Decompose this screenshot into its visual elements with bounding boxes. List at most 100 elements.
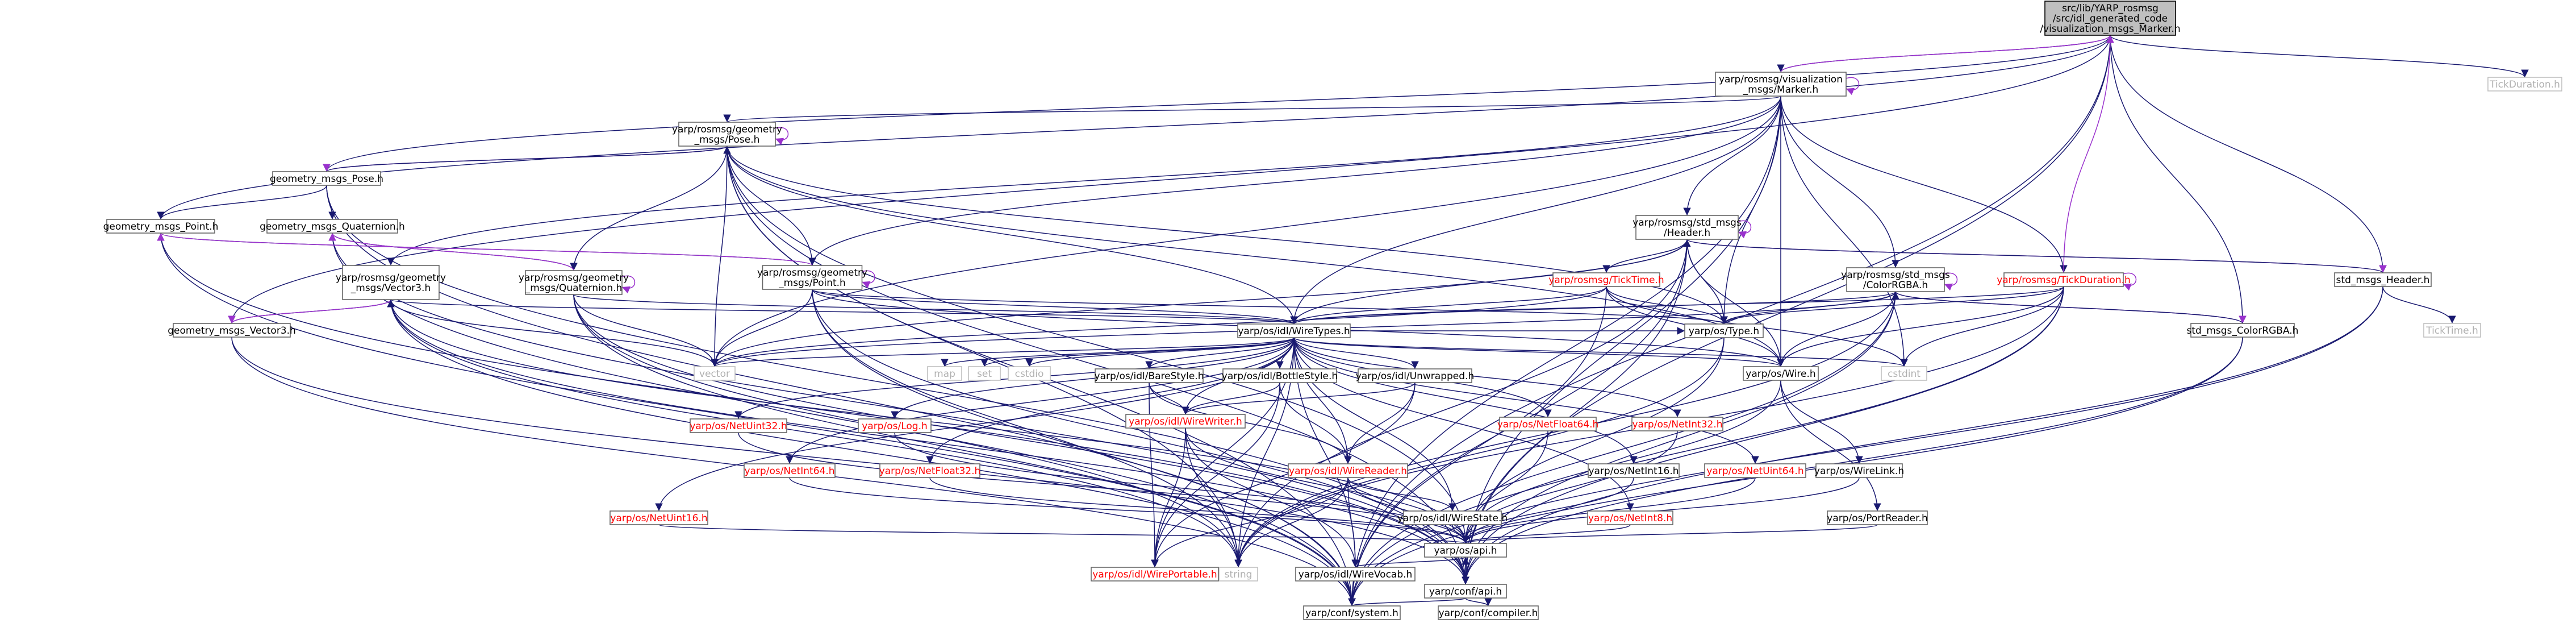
edge-std_msgs_colorrgba-to-std_colorrgba [1892,291,2243,324]
edge-wirereader-to-wireportable [1151,477,1348,568]
node-label: yarp/os/NetInt8.h [1588,513,1672,524]
node-wirelink[interactable]: yarp/os/WireLink.h [1814,463,1904,478]
node-label: yarp/conf/api.h [1429,586,1502,597]
node-label: _msgs/Quaternion.h [525,283,623,294]
node-label: yarp/os/idl/BareStyle.h [1095,371,1204,382]
edge-tick_duration-to-conf_system [1348,286,2064,607]
node-root[interactable]: src/lib/YARP_rosmsg/src/idl_generated_co… [2040,1,2181,36]
node-label: yarp/os/idl/WireWriter.h [1129,416,1242,427]
edge-geom_pose-to-wiretypes [727,146,1298,325]
node-label: cstdio [1015,368,1044,380]
edge-geom_point-to-geometry_msgs_point [157,232,813,266]
node-wiretypes[interactable]: yarp/os/idl/WireTypes.h [1237,323,1351,338]
edge-wiretypes-to-netfloat32 [926,337,1295,464]
edge-geom_vector3-to-wiretypes [390,299,1297,325]
node-conf_api[interactable]: yarp/conf/api.h [1424,584,1507,599]
node-os_wire[interactable]: yarp/os/Wire.h [1743,366,1819,381]
node-bottlestyle[interactable]: yarp/os/idl/BottleStyle.h [1222,368,1338,383]
node-box [1635,215,1739,240]
node-label: set [977,368,992,380]
node-unwrapped[interactable]: yarp/os/idl/Unwrapped.h [1356,368,1474,383]
edge-geom_vector3-to-string [390,299,1242,568]
node-box [1684,323,1764,338]
node-std_msgs_header[interactable]: std_msgs_Header.h [2334,272,2432,287]
node-geom_vector3[interactable]: yarp/rosmsg/geometry_msgs/Vector3.h [336,265,446,300]
node-os_type[interactable]: yarp/os/Type.h [1684,323,1764,338]
node-box [266,219,398,234]
node-geom_pose[interactable]: yarp/rosmsg/geometry_msgs/Pose.h [672,122,782,147]
node-os_log[interactable]: yarp/os/Log.h [858,418,932,433]
node-label: yarp/os/NetInt16.h [1588,466,1679,477]
node-geom_point[interactable]: yarp/rosmsg/geometry_msgs/Point.h [757,265,867,290]
node-conf_compiler[interactable]: yarp/conf/compiler.h [1438,605,1539,620]
edge-wiretypes-to-unwrapped [1293,337,1419,369]
node-netint16[interactable]: yarp/os/NetInt16.h [1588,463,1680,478]
node-tick_time[interactable]: yarp/rosmsg/TickTime.h [1548,272,1664,287]
node-conf_system[interactable]: yarp/conf/system.h [1303,605,1401,620]
node-box [2003,272,2124,287]
node-wirewriter[interactable]: yarp/os/idl/WireWriter.h [1125,414,1246,429]
edge-geometry_msgs_pose-to-geometry_msgs_point [157,185,327,220]
edge-std_colorrgba-to-os_wire [1777,291,1896,367]
node-box [173,323,291,338]
edge-vis_marker-to-cstdint [1780,95,1908,367]
edge-geom_point-to-string [812,289,1242,568]
node-wirevocab[interactable]: yarp/os/idl/WireVocab.h [1295,567,1416,582]
node-box [525,270,623,295]
node-box [1237,323,1351,338]
node-box [342,265,440,300]
edge-os_type-to-os_api [1462,337,1725,544]
edge-wirelink-to-os_api [1462,477,1860,544]
node-netuint64[interactable]: yarp/os/NetUint64.h [1704,463,1806,478]
edge-std_header-to-tick_time [1602,239,1688,273]
node-netint64[interactable]: yarp/os/NetInt64.h [744,463,836,478]
edge-wiretypes-to-cstdint [1293,337,1908,367]
node-geometry_msgs_quat[interactable]: geometry_msgs_Quaternion.h [260,219,405,234]
node-box [2044,1,2176,36]
node-box [1631,417,1723,431]
edge-netint8-to-os_api [1462,524,1631,544]
edge-netuint16-to-os_api [658,524,1469,544]
node-std_header[interactable]: yarp/rosmsg/std_msgs/Header.h [1633,215,1742,240]
node-box [2334,272,2432,287]
node-netfloat64[interactable]: yarp/os/NetFloat64.h [1497,417,1599,431]
node-barestyle[interactable]: yarp/os/idl/BareStyle.h [1095,368,1204,383]
node-geom_quat[interactable]: yarp/rosmsg/geometry_msgs/Quaternion.h [519,270,629,295]
edge-netuint64-to-os_api [1462,477,1756,544]
edge-root-to-conf_system [1348,35,2111,607]
edge-root-to-tick_duration_std [2110,35,2529,78]
edge-wirereader-to-wirestate [1347,477,1456,512]
edge-wiretypes-to-netuint64 [1293,337,1759,464]
node-netuint16[interactable]: yarp/os/NetUint16.h [609,510,708,525]
edge-geom_point-to-wiretypes [812,289,1298,325]
node-wireportable[interactable]: yarp/os/idl/WirePortable.h [1091,567,1219,582]
node-box [1303,605,1401,620]
edge-tick_duration-to-os_wire [1777,286,2064,367]
node-box [879,463,980,478]
node-netuint32[interactable]: yarp/os/NetUint32.h [690,418,787,433]
edge-geom_pose-to-os_api [727,146,1469,544]
node-std_msgs_colorrgba[interactable]: std_msgs_ColorRGBA.h [2187,323,2299,338]
node-portreader[interactable]: yarp/os/PortReader.h [1827,510,1928,525]
node-geometry_msgs_pose[interactable]: geometry_msgs_Pose.h [270,171,383,186]
node-tick_duration[interactable]: yarp/rosmsg/TickDuration.h [1997,272,2131,287]
node-geometry_msgs_vec3[interactable]: geometry_msgs_Vector3.h [168,323,296,338]
edge-geom_quat-to-wiretypes [573,294,1298,325]
edge-vis_marker-to-wiretypes [1290,95,1781,325]
edge-tick_time-to-conf_system [1348,286,1607,607]
node-netint8[interactable]: yarp/os/NetInt8.h [1587,510,1673,525]
edge-bottlestyle-to-wirewriter [1181,382,1280,415]
node-geometry_msgs_point[interactable]: geometry_msgs_Point.h [103,219,219,234]
node-os_api[interactable]: yarp/os/api.h [1424,543,1507,558]
node-vis_marker[interactable]: yarp/rosmsg/visualization_msgs/Marker.h [1715,72,1847,97]
edge-geom_quat-to-geom_quat [621,275,636,294]
node-std_colorrgba[interactable]: yarp/rosmsg/std_msgs/ColorRGBA.h [1841,267,1950,292]
node-wirereader[interactable]: yarp/os/idl/WireReader.h [1288,463,1408,478]
node-wirestate[interactable]: yarp/os/idl/WireState.h [1397,510,1508,525]
edge-wiretypes-to-vector [711,337,1295,367]
edge-unwrapped-to-wireportable [1151,382,1416,568]
node-label: yarp/os/idl/WirePortable.h [1092,569,1217,580]
node-netfloat32[interactable]: yarp/os/NetFloat32.h [879,463,981,478]
node-netint32[interactable]: yarp/os/NetInt32.h [1631,417,1723,431]
